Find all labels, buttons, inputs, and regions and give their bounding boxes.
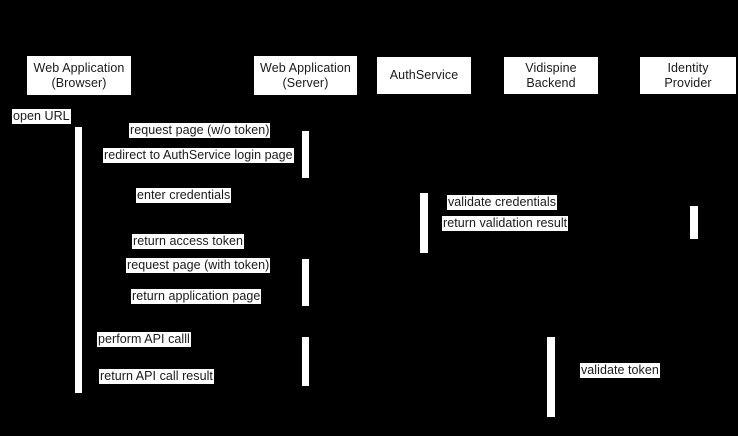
activation-bar-server bbox=[302, 131, 309, 178]
participant-box-vidispine[interactable]: Vidispine Backend bbox=[504, 57, 598, 94]
participant-box-authservice[interactable]: AuthService bbox=[377, 57, 471, 94]
message-label-return-access-token[interactable]: return access token bbox=[132, 234, 245, 249]
message-label-request-page-with-token[interactable]: request page (with token) bbox=[126, 258, 271, 273]
participant-box-browser[interactable]: Web Application (Browser) bbox=[27, 56, 131, 95]
activation-bar-authservice bbox=[420, 193, 428, 253]
message-label-validate-credentials[interactable]: validate credentials bbox=[447, 195, 558, 210]
message-label-request-page-no-token[interactable]: request page (w/o token) bbox=[129, 123, 271, 138]
message-label-open-url[interactable]: open URL bbox=[12, 109, 71, 124]
activation-bar-vidispine bbox=[547, 337, 555, 417]
message-label-enter-credentials[interactable]: enter credentials bbox=[136, 188, 232, 203]
message-label-perform-api-call[interactable]: perform API calll bbox=[97, 332, 191, 347]
activation-bar-browser bbox=[75, 127, 82, 393]
activation-bar-server bbox=[302, 337, 309, 386]
activation-bar-server bbox=[302, 259, 309, 306]
message-label-redirect-to-authservice[interactable]: redirect to AuthService login page bbox=[103, 148, 294, 163]
message-label-validate-token[interactable]: validate token bbox=[580, 363, 660, 378]
activation-bar-identity bbox=[690, 206, 698, 239]
message-label-return-application-page[interactable]: return application page bbox=[131, 289, 262, 304]
participant-box-identity[interactable]: Identity Provider bbox=[640, 57, 736, 94]
message-label-return-api-call-result[interactable]: return API call result bbox=[99, 369, 214, 384]
participant-box-server[interactable]: Web Application (Server) bbox=[254, 56, 357, 95]
message-label-return-validation-result[interactable]: return validation result bbox=[442, 216, 569, 231]
